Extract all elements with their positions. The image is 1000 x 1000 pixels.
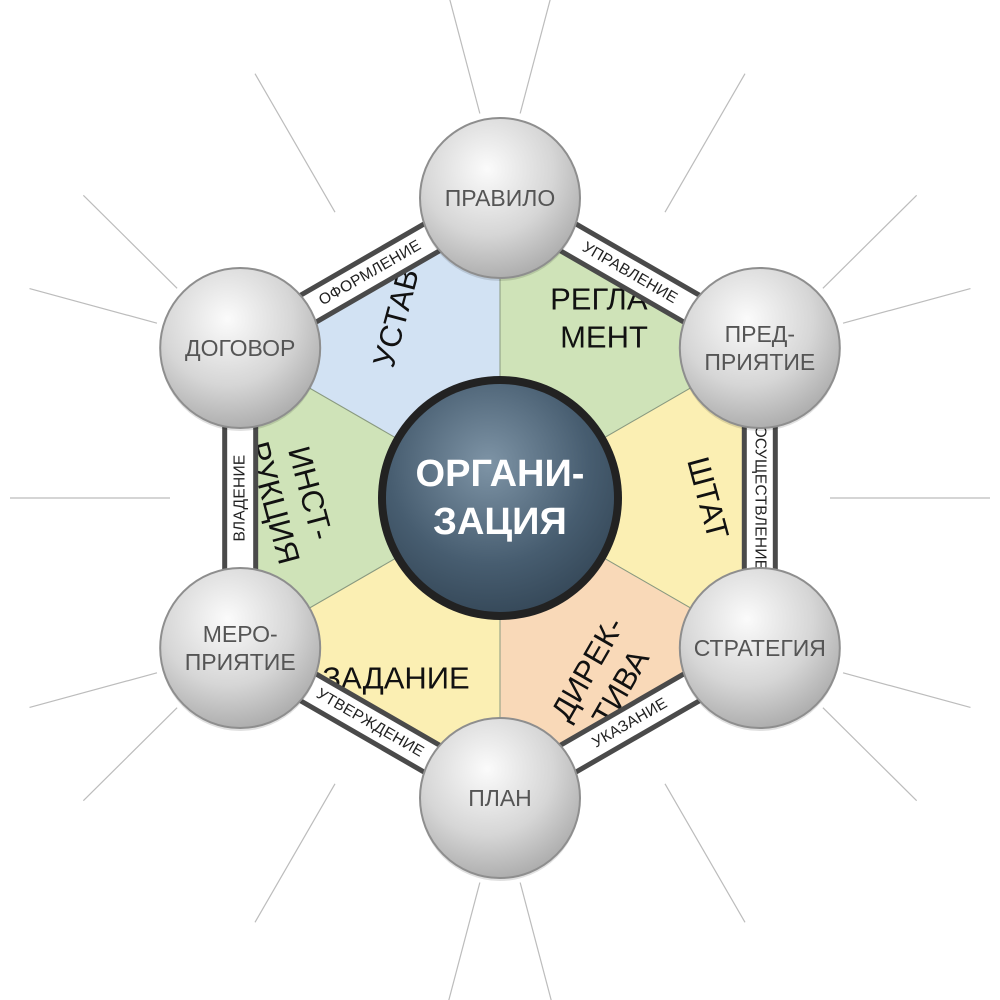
node-label-line: ПРАВИЛО	[445, 185, 556, 211]
node-label-line: ПРИЯТИЕ	[704, 349, 815, 375]
spoke-line	[29, 287, 158, 324]
node-label-line: ПРЕД-	[725, 321, 795, 347]
center-label-line: ОРГАНИ-	[416, 453, 585, 495]
spoke-line	[82, 707, 178, 802]
background-spokes	[10, 0, 990, 1000]
node-sphere	[159, 567, 322, 729]
node-label: ПРЕД-ПРИЯТИЕ	[704, 321, 815, 375]
node-strategiya: СТРАТЕГИЯ	[678, 567, 841, 731]
node-label-line: ПРИЯТИЕ	[185, 649, 296, 675]
node-label: ПЛАН	[468, 785, 532, 811]
node-sphere	[678, 267, 841, 429]
spoke-line	[82, 194, 178, 289]
node-label-line: ДОГОВОР	[185, 335, 295, 361]
node-sphere	[419, 117, 581, 279]
node-label: МЕРО-ПРИЯТИЕ	[185, 621, 296, 675]
spoke-line	[448, 882, 481, 1000]
center-label: ОРГАНИ- ЗАЦИЯ	[416, 453, 585, 543]
edge-label-vladenie: ВЛАДЕНИЕ	[232, 454, 249, 541]
spoke-line	[664, 783, 746, 923]
center-disc	[386, 384, 614, 612]
spoke-line	[664, 73, 746, 213]
spoke-line	[449, 0, 481, 114]
center-label-line: ЗАЦИЯ	[433, 501, 567, 543]
node-label-line: СТРАТЕГИЯ	[694, 635, 826, 661]
spoke-line	[519, 0, 551, 114]
node-predpriyatie: ПРЕД-ПРИЯТИЕ	[678, 267, 841, 431]
node-label: ДОГОВОР	[185, 335, 295, 361]
segment-label-text-line: МЕНТ	[560, 319, 648, 354]
node-pravilo: ПРАВИЛО	[419, 117, 581, 281]
spoke-line	[254, 783, 336, 923]
center-node: ОРГАНИ- ЗАЦИЯ	[378, 376, 622, 620]
node-layer: ПРАВИЛОПРЕД-ПРИЯТИЕСТРАТЕГИЯПЛАНМЕРО-ПРИ…	[159, 117, 841, 881]
node-label: ПРАВИЛО	[445, 185, 556, 211]
spoke-line	[842, 672, 971, 709]
edge-label-osushchestvlenie: ОСУЩЕСТВЛЕНИЕ	[751, 426, 768, 571]
node-dogovor: ДОГОВОР	[159, 267, 322, 431]
spoke-line	[29, 672, 158, 709]
spoke-line	[822, 707, 918, 802]
node-plan: ПЛАН	[419, 717, 581, 881]
node-sphere	[419, 717, 581, 879]
spoke-line	[822, 194, 918, 289]
node-sphere	[159, 267, 322, 429]
spoke-line	[519, 882, 552, 1000]
spoke-line	[842, 287, 971, 324]
spoke-line	[254, 73, 336, 213]
node-sphere	[678, 567, 841, 729]
node-label-line: ПЛАН	[468, 785, 532, 811]
node-label-line: МЕРО-	[203, 621, 278, 647]
node-meropriyatie: МЕРО-ПРИЯТИЕ	[159, 567, 322, 731]
node-label: СТРАТЕГИЯ	[694, 635, 826, 661]
